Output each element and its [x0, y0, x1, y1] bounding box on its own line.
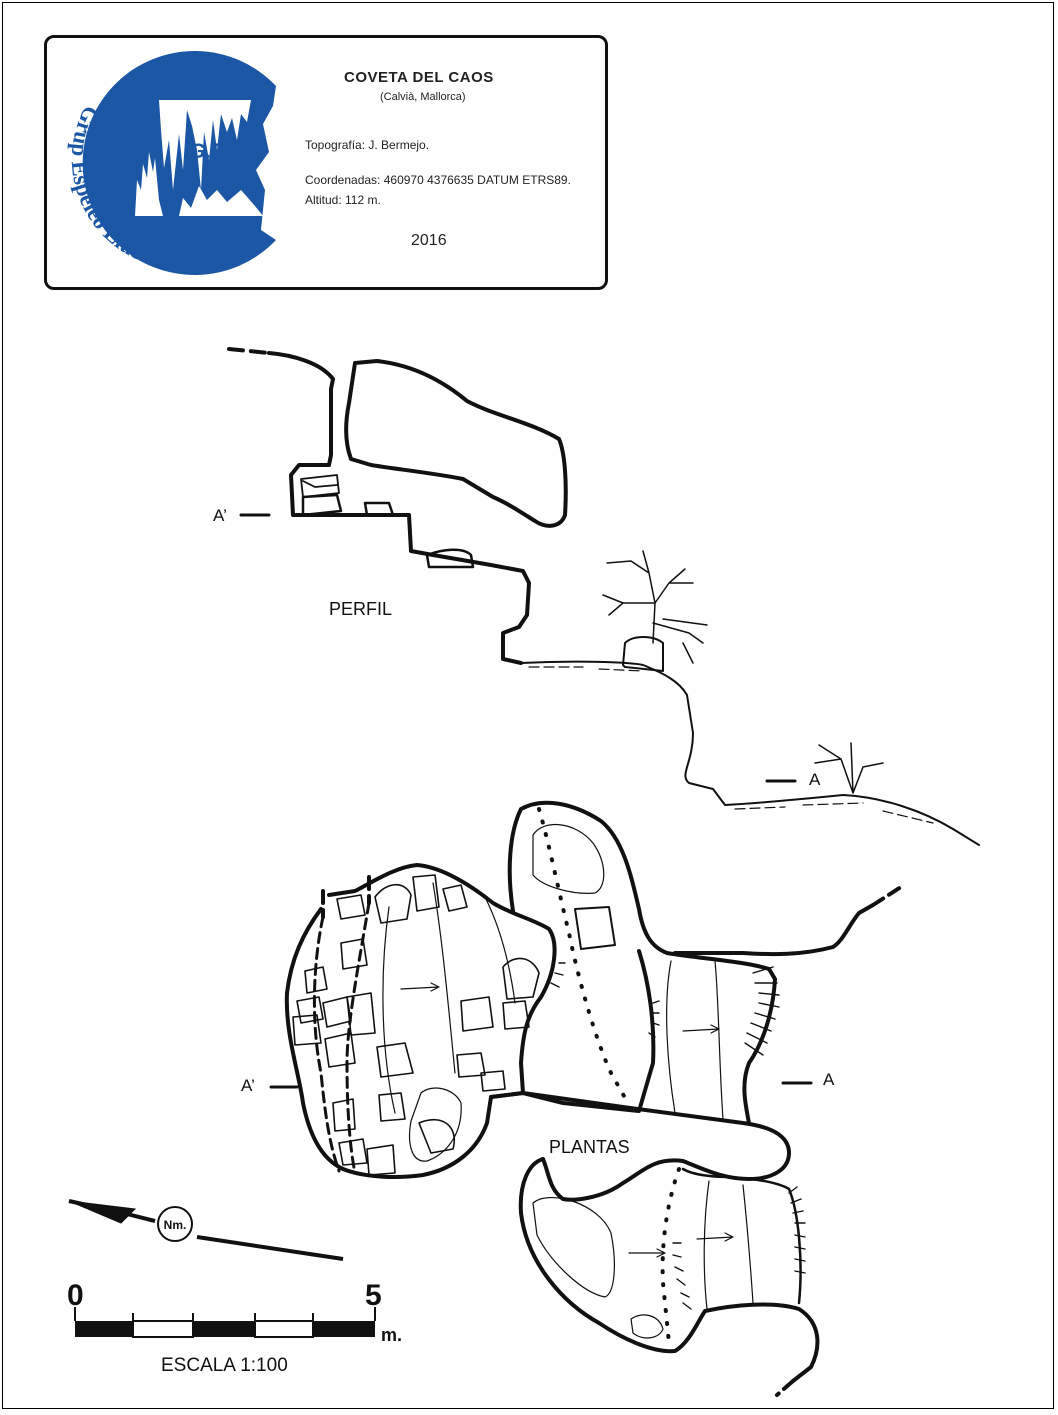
- profile-block: [363, 501, 395, 517]
- scale-segment-empty: [254, 1320, 314, 1338]
- scale-ticks: [74, 1307, 376, 1321]
- altitude: Altitud: 112 m.: [305, 193, 381, 207]
- stalagmite-silhouette: [135, 152, 163, 216]
- plan-contour: [666, 960, 724, 1120]
- plan-outer-passage: [673, 903, 875, 957]
- plan-cliff-ticks: [672, 1186, 806, 1310]
- stalactite-silhouette: [159, 100, 251, 190]
- plan-marker-a: A: [823, 1070, 835, 1089]
- tree-icon: [602, 550, 708, 672]
- north-label: Nm.: [164, 1218, 187, 1232]
- flow-arrow-icon: [628, 1248, 666, 1258]
- profile-block: [425, 548, 475, 569]
- plan-middle-gallery-wall: [507, 800, 777, 1125]
- gell-logo: Grup Espeleo Llubí G.E.LL.: [67, 51, 276, 275]
- plan-dripline-dotted: [537, 807, 631, 1107]
- scale-segment-filled: [75, 1321, 133, 1337]
- scale-end-label: 5: [365, 1279, 382, 1312]
- scale-segment-filled: [313, 1321, 375, 1337]
- north-badge: [157, 1206, 193, 1242]
- profile-label: PERFIL: [329, 599, 392, 619]
- plan-dripline-dotted: [660, 1167, 681, 1345]
- profile-outer-wall: [267, 351, 531, 665]
- cave-drawing: PERFIL A’ A: [67, 347, 980, 1397]
- scale-start-label: 0: [67, 1279, 84, 1312]
- profile-entrance-dashes: [227, 347, 271, 355]
- plan-entrance-dashes: [321, 875, 371, 919]
- profile-upper-chamber: [344, 359, 568, 528]
- plan-sediment-patch: [408, 1087, 462, 1162]
- scale-unit: m.: [381, 1325, 402, 1345]
- coordinates: Coordenadas: 460970 4376635 DATUM ETRS89…: [305, 173, 571, 187]
- ground-hatching: [528, 666, 934, 824]
- north-arrow-icon: Nm.: [68, 1199, 344, 1261]
- plan-contour: [703, 1180, 754, 1310]
- scale-segment-empty: [132, 1320, 194, 1338]
- cave-location: (Calvià, Mallorca): [380, 91, 466, 103]
- plan-blocks: [292, 874, 540, 1176]
- plan-sediment-patch: [532, 823, 605, 894]
- profile-ground-surface: [520, 660, 980, 846]
- plan-chamber-loop: [489, 1091, 791, 1202]
- survey-year: 2016: [411, 232, 447, 249]
- plan-lower-gallery-wall: [518, 1157, 820, 1383]
- profile-block: [301, 493, 343, 517]
- plan-exit-dashes: [775, 1379, 795, 1397]
- plan-sediment-patch: [532, 1196, 615, 1298]
- topography-credit: Topografía: J. Bermejo.: [305, 138, 430, 152]
- plan-cliff-ticks: [550, 962, 780, 1056]
- plan-dripline-dashed: [312, 901, 371, 1175]
- profile-block: [300, 474, 340, 498]
- plan-label: PLANTAS: [549, 1137, 630, 1157]
- flow-arrow-icon: [682, 1024, 720, 1034]
- flow-arrow-icon: [400, 982, 440, 992]
- scale-bar: 0 5 m. ESCALA 1:100: [67, 1279, 402, 1376]
- shrub-icon: [814, 742, 884, 794]
- plan-contour: [382, 882, 516, 1114]
- plan-marker-a-prime: A’: [241, 1076, 255, 1095]
- plan-lower-inner-wall: [681, 1167, 802, 1305]
- plan-block: [574, 906, 616, 950]
- cave-title: COVETA DEL CAOS: [344, 69, 494, 86]
- logo-club-abbr: G.E.LL.: [189, 140, 263, 163]
- plan-sediment-patch: [630, 1314, 664, 1339]
- plan-chaos-chamber-wall: [284, 863, 557, 1179]
- title-block: Grup Espeleo Llubí G.E.LL. COVETA DEL CA…: [44, 35, 608, 290]
- profile-marker-a: A: [809, 770, 821, 789]
- profile-view: [227, 347, 980, 846]
- scale-caption: ESCALA 1:100: [161, 1355, 288, 1376]
- plan-exit-dashes: [871, 885, 903, 907]
- flow-arrow-icon: [696, 1232, 734, 1242]
- plan-view: [269, 800, 903, 1397]
- scale-segment-filled: [193, 1321, 255, 1337]
- profile-marker-a-prime: A’: [213, 506, 227, 525]
- cave-floor-silhouette: [179, 186, 263, 216]
